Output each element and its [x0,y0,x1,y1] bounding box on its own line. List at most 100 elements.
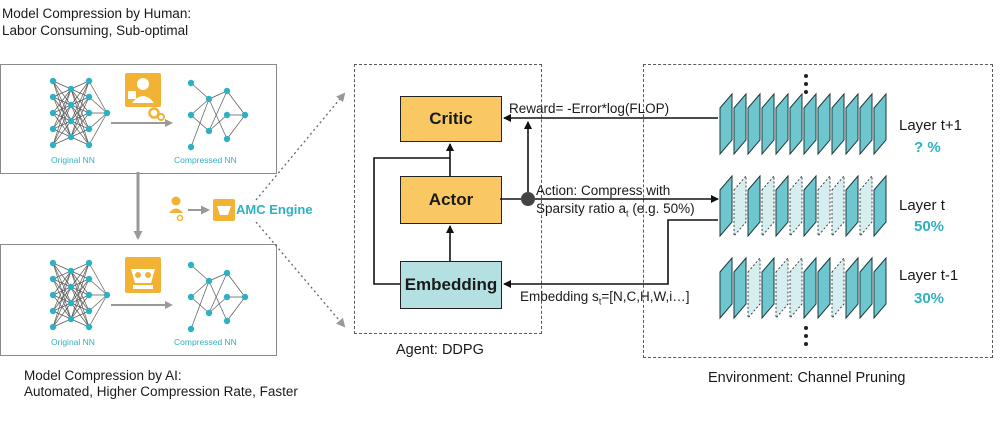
nn-node [49,307,57,315]
nn-edge [52,270,72,328]
human-compression-panel: Original NN Compressed NN [0,64,277,174]
nn-edge [52,88,72,114]
nn-edge [70,262,90,272]
zoom-line-bottom [255,221,346,328]
human-title-line2: Labor Consuming, Sub-optimal [2,23,189,38]
nn-edge [208,114,228,132]
zoom-line-top [255,92,346,201]
channel-slab [831,92,845,156]
channel-slab [733,256,747,320]
nn-edge [52,88,72,130]
original-nn-icon [49,259,111,331]
channel-slab [845,174,859,238]
nn-edge [190,82,210,100]
action-signal-line1: Action: Compress with [536,183,671,198]
nn-edge [70,310,90,320]
nn-edge [88,278,108,296]
nn-node [85,93,93,101]
channel-slab [747,92,761,156]
pruned-channel-slab [775,256,789,320]
layer-t-plus-1-stack [719,92,887,156]
nn-node [103,109,111,117]
original-nn-icon [49,77,111,149]
channel-slab [873,174,887,238]
nn-edge [70,112,90,138]
nn-edge [190,98,210,116]
nn-edge [70,262,90,288]
ellipsis-bottom-icon [804,326,808,346]
channel-slab [789,92,803,156]
channel-slab [817,92,831,156]
layer-t-stack [719,174,887,238]
channel-slab [859,256,873,320]
nn-node [241,111,249,119]
nn-node [67,283,75,291]
channel-slab [803,256,817,320]
nn-edge [226,296,246,322]
embed-to-critic-loop [373,157,450,285]
pruned-channel-slab [789,174,803,238]
nn-node [205,277,213,285]
human-compressed-nn-label: Compressed NN [174,155,237,165]
nn-node [187,293,195,301]
nn-node [85,307,93,315]
nn-edge [70,294,90,320]
action-node-dot [521,192,535,206]
channel-slab [733,92,747,156]
channel-slab [817,256,831,320]
ellipsis-top-icon [804,74,808,94]
nn-node [223,269,231,277]
pruned-channel-slab [817,174,831,238]
pruned-channel-slab [831,174,845,238]
nn-node [49,291,57,299]
channel-slab [719,92,733,156]
compressed-nn-icon [187,79,249,151]
nn-node [223,135,231,143]
nn-edge [88,112,108,146]
nn-node [223,293,231,301]
nn-node [49,259,57,267]
nn-edge [52,286,72,328]
nn-edge [70,136,90,146]
nn-edge [52,302,72,328]
channel-slab [873,92,887,156]
nn-node [85,259,93,267]
nn-edge [208,272,228,314]
layer-t-label: Layer t [899,197,945,214]
channel-slab [803,174,817,238]
nn-edge [70,262,90,304]
channel-slab [775,92,789,156]
nn-node [49,125,57,133]
nn-edge [52,270,72,280]
nn-edge [70,80,90,90]
layer-t-minus-1-value: 30% [914,290,945,307]
nn-node [205,309,213,317]
nn-edge [52,270,72,312]
nn-node [223,87,231,95]
layer-t-minus-1-stack [719,256,887,320]
reward-signal-label: Reward= -Error*log(FLOP) [509,101,670,116]
nn-edge [88,80,108,114]
nn-edge [70,278,90,320]
pruned-channel-slab [761,174,775,238]
nn-edge [208,280,228,322]
nn-node [49,275,57,283]
channel-slab [761,256,775,320]
human-original-nn-label: Original NN [51,155,95,165]
nn-edge [52,80,72,90]
nn-node [67,85,75,93]
channel-slab [859,92,873,156]
nn-edge [190,264,210,282]
nn-node [205,95,213,103]
nn-node [85,141,93,149]
nn-node [49,323,57,331]
layer-t-plus-1-label: Layer t+1 [899,117,962,134]
agent-caption: Agent: DDPG [396,342,484,358]
nn-node [205,127,213,135]
environment-caption: Environment: Channel Pruning [708,370,906,386]
amc-engine-icon [125,257,161,293]
ai-nn-graphic [49,257,249,333]
nn-edge [52,88,72,146]
nn-node [241,293,249,301]
